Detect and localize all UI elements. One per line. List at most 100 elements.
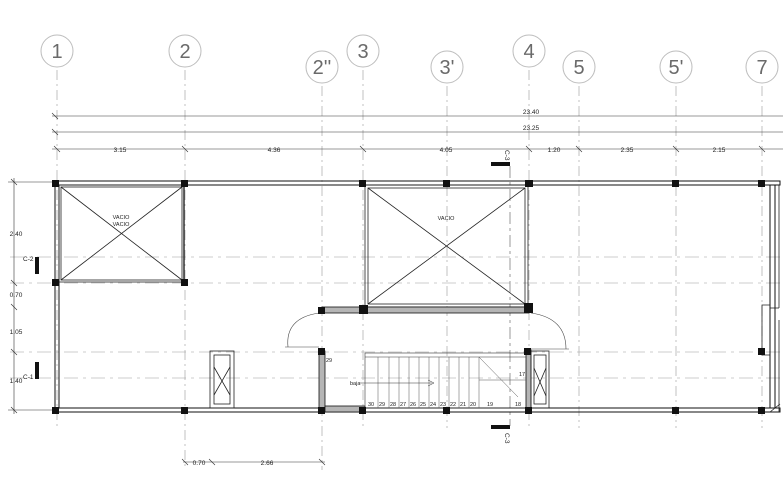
stair-step-number: 18 (515, 402, 521, 408)
dim-bottom-1: 0.70 (193, 460, 206, 467)
section-marker-c3-top: C-3 (491, 150, 510, 166)
axis-bubble-2pp (305, 50, 339, 84)
column (525, 407, 532, 414)
column (758, 180, 765, 187)
door-swings (285, 312, 569, 350)
axis-bubble-5 (562, 50, 596, 84)
stair-step-numbers: 30 29 28 27 26 25 24 23 22 21 20 19 18 (368, 402, 521, 408)
section-c1-label: C-1 (23, 374, 34, 381)
column (524, 348, 531, 355)
void-1-label-a: VACIO (113, 215, 130, 221)
axis-label-5: 5 (573, 57, 584, 79)
stair-step-number: 29 (379, 402, 385, 408)
dim-left-1: 2.40 (10, 231, 23, 238)
dim-span-3: 4.05 (440, 147, 453, 154)
axis-label-3: 3 (357, 41, 368, 63)
bottom-dimension-line (181, 458, 326, 466)
stair-number-17: 17 (519, 372, 525, 378)
stair-step-number: 28 (390, 402, 396, 408)
stair-step-number: 21 (460, 402, 466, 408)
dim-span-4: 1.20 (548, 147, 561, 154)
void-opening-center (364, 184, 529, 308)
column (524, 303, 533, 313)
void-1-label-b: VACIO (113, 222, 130, 228)
column (52, 279, 59, 286)
column (672, 407, 679, 414)
dim-overall-1: 23.40 (523, 109, 540, 116)
section-c3-bottom-label: C-3 (503, 433, 510, 444)
duct-left (209, 350, 235, 409)
dim-span-6: 2.15 (713, 147, 726, 154)
column (672, 180, 679, 187)
axis-bubble-7 (745, 50, 779, 84)
column (443, 180, 450, 187)
section-c2-label: C-2 (23, 256, 34, 263)
axis-bubble-4 (512, 34, 546, 68)
stair-down-label: baja (350, 381, 361, 387)
stair-step-number: 30 (368, 402, 374, 408)
void-2-label: VACIO (438, 216, 455, 222)
dim-bottom-2: 2.66 (261, 460, 274, 467)
stair-step-number: 26 (410, 402, 416, 408)
column (758, 407, 765, 414)
column (443, 407, 450, 414)
dim-span-2: 4.36 (268, 147, 281, 154)
axis-label-5p: 5' (669, 57, 684, 79)
column (181, 407, 188, 414)
stair-step-number: 20 (470, 402, 476, 408)
stair-number-29: 29 (326, 358, 332, 364)
axis-bubble-3p (430, 50, 464, 84)
column (359, 305, 368, 314)
column (52, 407, 59, 414)
column (359, 407, 366, 414)
interior-walls (318, 306, 532, 413)
dim-span-5: 2.35 (621, 147, 634, 154)
vertical-grid-lines (56, 70, 763, 470)
dim-left-3: 1.05 (10, 329, 23, 336)
column (525, 180, 533, 187)
section-marker-c3-bottom: C-3 (491, 425, 510, 444)
top-dimension-lines (51, 112, 783, 153)
stair-step-number: 22 (450, 402, 456, 408)
axis-label-4: 4 (523, 41, 534, 63)
axis-label-2pp: 2'' (313, 57, 332, 79)
column (359, 180, 366, 187)
stair-step-number: 25 (420, 402, 426, 408)
grid-axis-bubbles (40, 34, 779, 84)
column (181, 279, 188, 286)
section-marker-c1: C-1 (23, 362, 39, 381)
void-opening-left (58, 184, 185, 283)
section-marker-c2: C-2 (23, 256, 39, 274)
stair-step-number: 24 (430, 402, 436, 408)
stair-step-number: 19 (487, 402, 493, 408)
dim-overall-2: 23.25 (523, 125, 540, 132)
column (318, 348, 325, 355)
column (318, 407, 325, 414)
axis-label-1: 1 (51, 41, 62, 63)
dim-left-2: 0.70 (10, 292, 23, 299)
dim-left-4: 1.40 (10, 378, 23, 385)
dim-span-1: 3.15 (114, 147, 127, 154)
section-c3-top-label: C-3 (503, 150, 510, 161)
stair-treads (360, 356, 526, 408)
axis-label-3p: 3' (440, 57, 455, 79)
stair-step-number: 27 (400, 402, 406, 408)
axis-bubble-1 (40, 34, 74, 68)
axis-bubble-2 (168, 34, 202, 68)
axis-label-2: 2 (179, 41, 190, 63)
axis-bubble-3 (346, 34, 380, 68)
column (318, 307, 325, 314)
column (181, 180, 188, 187)
column (52, 180, 59, 187)
axis-label-7: 7 (756, 57, 767, 79)
axis-bubble-5p (659, 50, 693, 84)
right-wall-detail (761, 185, 781, 413)
column (758, 348, 765, 355)
left-dimension-line (8, 178, 57, 414)
stair-step-number: 23 (440, 402, 446, 408)
structural-columns (52, 180, 765, 414)
horizontal-grid-lines (10, 256, 783, 379)
exterior-walls (54, 180, 781, 413)
duct-right (530, 350, 550, 409)
